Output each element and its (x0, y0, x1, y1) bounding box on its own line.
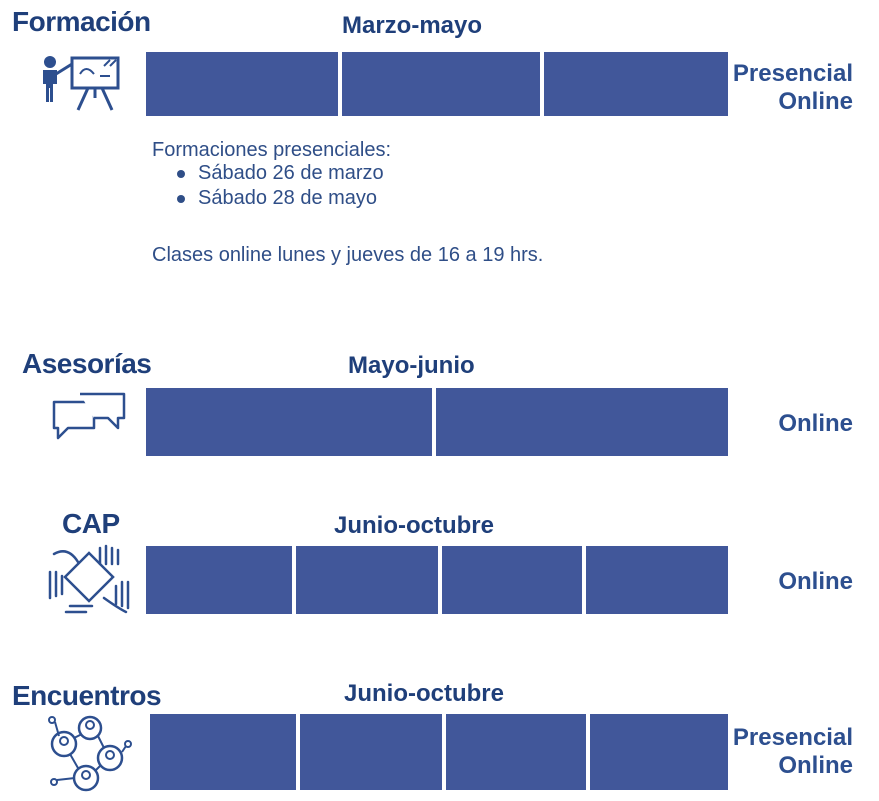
timeline-bar-cap (146, 546, 728, 614)
timeline-segment (436, 388, 728, 456)
mode-presencial: Presencial (732, 60, 853, 87)
chat-bubbles-icon (50, 392, 130, 453)
teacher-presentation-icon (40, 52, 130, 117)
timeline-segment (590, 714, 728, 790)
mode-label-encuentros: Presencial Online (733, 724, 853, 780)
timeline-segment (300, 714, 446, 790)
joined-hands-icon (46, 542, 136, 623)
network-people-icon (48, 714, 132, 801)
section-period-asesorias: Mayo-junio (348, 352, 475, 379)
section-title-cap: CAP (62, 508, 120, 539)
section-period-cap: Junio-octubre (334, 512, 494, 539)
section-title-encuentros: Encuentros (12, 680, 162, 711)
mode-online: Online (778, 752, 853, 779)
timeline-segment (586, 546, 728, 614)
timeline-segment (446, 714, 590, 790)
timeline-segment (544, 52, 728, 116)
online-classes-note: Clases online lunes y jueves de 16 a 19 … (152, 244, 544, 266)
timeline-segment (150, 714, 300, 790)
section-period-encuentros: Junio-octubre (344, 680, 504, 707)
notes-lead: Formaciones presenciales: (152, 139, 391, 161)
section-title-asesorias: Asesorías (22, 348, 152, 379)
timeline-segment (146, 546, 296, 614)
section-period-formacion: Marzo-mayo (342, 12, 483, 39)
section-title-formacion: Formación (12, 6, 151, 37)
timeline-bar-formacion (146, 52, 728, 116)
formacion-notes: Formaciones presenciales: Sábado 26 de m… (152, 139, 391, 211)
timeline-segment (296, 546, 442, 614)
mode-label-formacion: Presencial Online (733, 60, 853, 116)
mode-online: Online (778, 88, 853, 115)
timeline-bar-encuentros (150, 714, 728, 790)
mode-label-asesorias: Online (778, 410, 853, 438)
timeline-segment (146, 52, 342, 116)
mode-presencial: Presencial (732, 724, 853, 751)
list-item: Sábado 26 de marzo (177, 161, 391, 186)
timeline-bar-asesorias (146, 388, 728, 456)
timeline-segment (342, 52, 544, 116)
notes-date-list: Sábado 26 de marzo Sábado 28 de mayo (152, 161, 391, 211)
timeline-segment (442, 546, 586, 614)
mode-online: Online (778, 410, 853, 437)
mode-label-cap: Online (778, 568, 853, 596)
mode-online: Online (778, 568, 853, 595)
timeline-segment (146, 388, 436, 456)
list-item: Sábado 28 de mayo (177, 186, 391, 211)
